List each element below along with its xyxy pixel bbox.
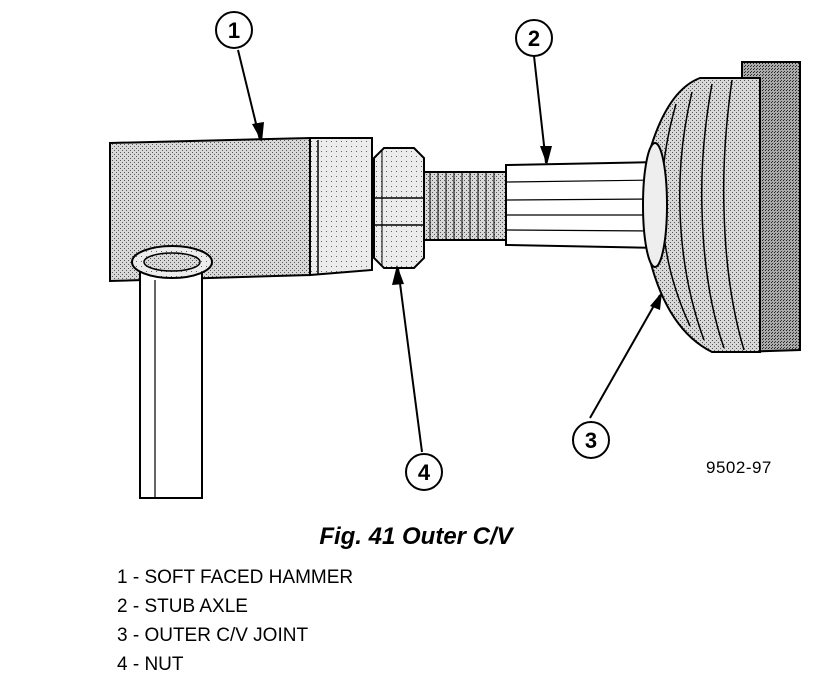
nut-icon (373, 147, 425, 269)
diagram-illustration: 1 2 3 4 (109, 11, 801, 499)
callout-4: 4 (405, 453, 443, 491)
svg-text:4: 4 (418, 460, 431, 485)
figure-id: 9502-97 (706, 458, 772, 477)
callout-3: 3 (572, 421, 610, 459)
legend-item: 1 - SOFT FACED HAMMER (117, 567, 354, 588)
svg-text:2: 2 (528, 26, 540, 51)
legend-item: 2 - STUB AXLE (117, 596, 248, 617)
callout-2: 2 (515, 19, 553, 57)
legend-item: 3 - OUTER C/V JOINT (117, 625, 309, 646)
svg-text:1: 1 (228, 18, 240, 43)
outer-cv-joint-icon (642, 61, 801, 354)
legend-item: 4 - NUT (117, 654, 184, 675)
stub-axle-icon (423, 160, 661, 250)
callout-1: 1 (215, 11, 253, 49)
svg-text:3: 3 (585, 428, 597, 453)
parts-legend: 1 - SOFT FACED HAMMER 2 - STUB AXLE 3 - … (117, 563, 353, 679)
soft-faced-hammer-icon (109, 136, 373, 499)
figure-caption: Fig. 41 Outer C/V (319, 523, 513, 550)
